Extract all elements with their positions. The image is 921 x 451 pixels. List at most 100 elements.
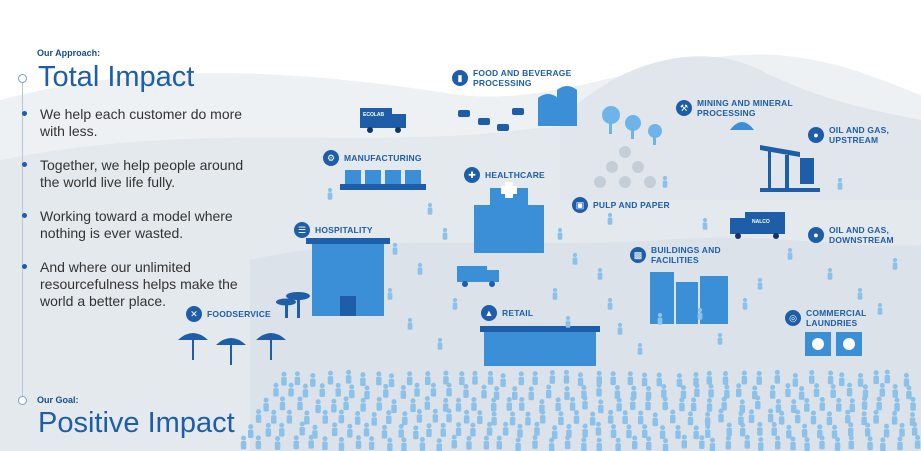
person-figure bbox=[610, 371, 616, 386]
person-figure bbox=[656, 372, 662, 387]
person-figure bbox=[791, 399, 797, 413]
person-figure bbox=[518, 371, 525, 386]
person-figure bbox=[804, 397, 810, 412]
person-figure bbox=[327, 370, 334, 385]
person-figure bbox=[437, 337, 443, 350]
person-figure bbox=[331, 422, 338, 437]
person-figure bbox=[582, 395, 588, 410]
person-figure bbox=[883, 423, 890, 438]
person-figure bbox=[767, 408, 774, 423]
pickaxe-icon: ⚒ bbox=[676, 100, 692, 116]
person-figure bbox=[471, 397, 477, 411]
person-figure bbox=[607, 212, 613, 225]
umbrella-tables-illustration bbox=[178, 333, 286, 365]
person-figure bbox=[718, 408, 724, 423]
goal-eyebrow: Our Goal: bbox=[37, 395, 79, 405]
person-figure bbox=[322, 409, 328, 424]
person-figure bbox=[702, 217, 708, 230]
person-figure bbox=[675, 424, 681, 439]
person-figure bbox=[271, 409, 277, 424]
person-figure bbox=[837, 177, 843, 190]
person-figure bbox=[368, 436, 375, 450]
person-figure bbox=[706, 397, 713, 412]
person-figure bbox=[299, 421, 305, 436]
person-figure bbox=[564, 386, 570, 400]
person-figure bbox=[558, 411, 564, 426]
person-figure bbox=[725, 435, 732, 450]
person-figure bbox=[687, 411, 694, 426]
timeline-line bbox=[22, 78, 23, 398]
bullet-item: Working toward a model where nothing is … bbox=[22, 208, 252, 242]
person-figure bbox=[735, 383, 742, 398]
bullet-item: We help each customer do more with less. bbox=[22, 106, 252, 140]
person-figure bbox=[432, 408, 439, 423]
category-label: HEALTHCARE bbox=[485, 170, 545, 180]
person-figure bbox=[545, 384, 552, 399]
timeline-start-dot bbox=[18, 74, 27, 83]
person-figure bbox=[813, 383, 820, 397]
person-figure bbox=[722, 371, 729, 385]
bottle-icon: ▮ bbox=[452, 70, 468, 86]
person-figure bbox=[739, 422, 746, 437]
person-figure bbox=[551, 425, 558, 440]
person-figure bbox=[846, 382, 853, 397]
person-figure bbox=[845, 409, 851, 424]
person-figure bbox=[470, 422, 476, 437]
person-figure bbox=[466, 435, 472, 450]
person-figure bbox=[452, 297, 458, 310]
person-figure bbox=[739, 399, 746, 414]
person-figure bbox=[519, 396, 525, 411]
person-figure bbox=[706, 370, 713, 385]
shopping-bag-icon: ▲ bbox=[481, 305, 497, 321]
nalco-truck-illustration bbox=[730, 212, 785, 239]
person-figure bbox=[436, 438, 442, 451]
person-figure bbox=[281, 371, 287, 386]
person-figure bbox=[398, 423, 404, 438]
person-figure bbox=[528, 386, 535, 401]
person-figure bbox=[388, 373, 395, 388]
person-figure bbox=[564, 435, 571, 450]
person-figure bbox=[819, 435, 825, 450]
person-figure bbox=[327, 187, 333, 200]
person-figure bbox=[699, 435, 705, 450]
person-figure bbox=[425, 371, 431, 386]
person-figure bbox=[705, 424, 711, 438]
person-figure bbox=[867, 436, 873, 451]
category-buildings: ▩ BUILDINGS AND FACILITIES bbox=[630, 245, 730, 265]
person-figure bbox=[694, 383, 700, 398]
person-figure bbox=[680, 385, 687, 399]
gear-icon: ⚙ bbox=[323, 150, 339, 166]
person-figure bbox=[596, 437, 602, 451]
conveyor-illustration bbox=[340, 170, 426, 190]
person-figure bbox=[534, 421, 540, 436]
person-figure bbox=[463, 383, 469, 398]
oil-drop-icon: ● bbox=[808, 127, 824, 143]
category-label: FOODSERVICE bbox=[207, 309, 271, 319]
person-figure bbox=[662, 396, 668, 411]
person-figure bbox=[446, 382, 452, 397]
person-figure bbox=[792, 372, 799, 387]
person-figure bbox=[472, 370, 478, 385]
person-figure bbox=[756, 370, 762, 385]
person-figure bbox=[877, 302, 883, 315]
person-figure bbox=[483, 435, 490, 450]
person-figure bbox=[810, 410, 817, 425]
person-figure bbox=[331, 398, 337, 413]
person-figure bbox=[487, 370, 494, 385]
person-figure bbox=[724, 384, 730, 399]
person-figure bbox=[879, 382, 886, 397]
person-figure bbox=[354, 410, 361, 425]
ecolab-truck-label: ECOLAB bbox=[363, 112, 385, 118]
person-figure bbox=[263, 397, 269, 412]
person-figure bbox=[708, 383, 714, 398]
person-figure bbox=[857, 287, 863, 300]
person-figure bbox=[641, 372, 648, 387]
person-figure bbox=[704, 411, 711, 426]
person-figure bbox=[496, 435, 503, 450]
person-figure bbox=[617, 322, 623, 335]
person-figure bbox=[589, 411, 596, 426]
person-figure bbox=[757, 421, 763, 436]
category-label: PULP AND PAPER bbox=[593, 200, 670, 210]
person-figure bbox=[502, 421, 509, 436]
person-figure bbox=[614, 385, 621, 399]
